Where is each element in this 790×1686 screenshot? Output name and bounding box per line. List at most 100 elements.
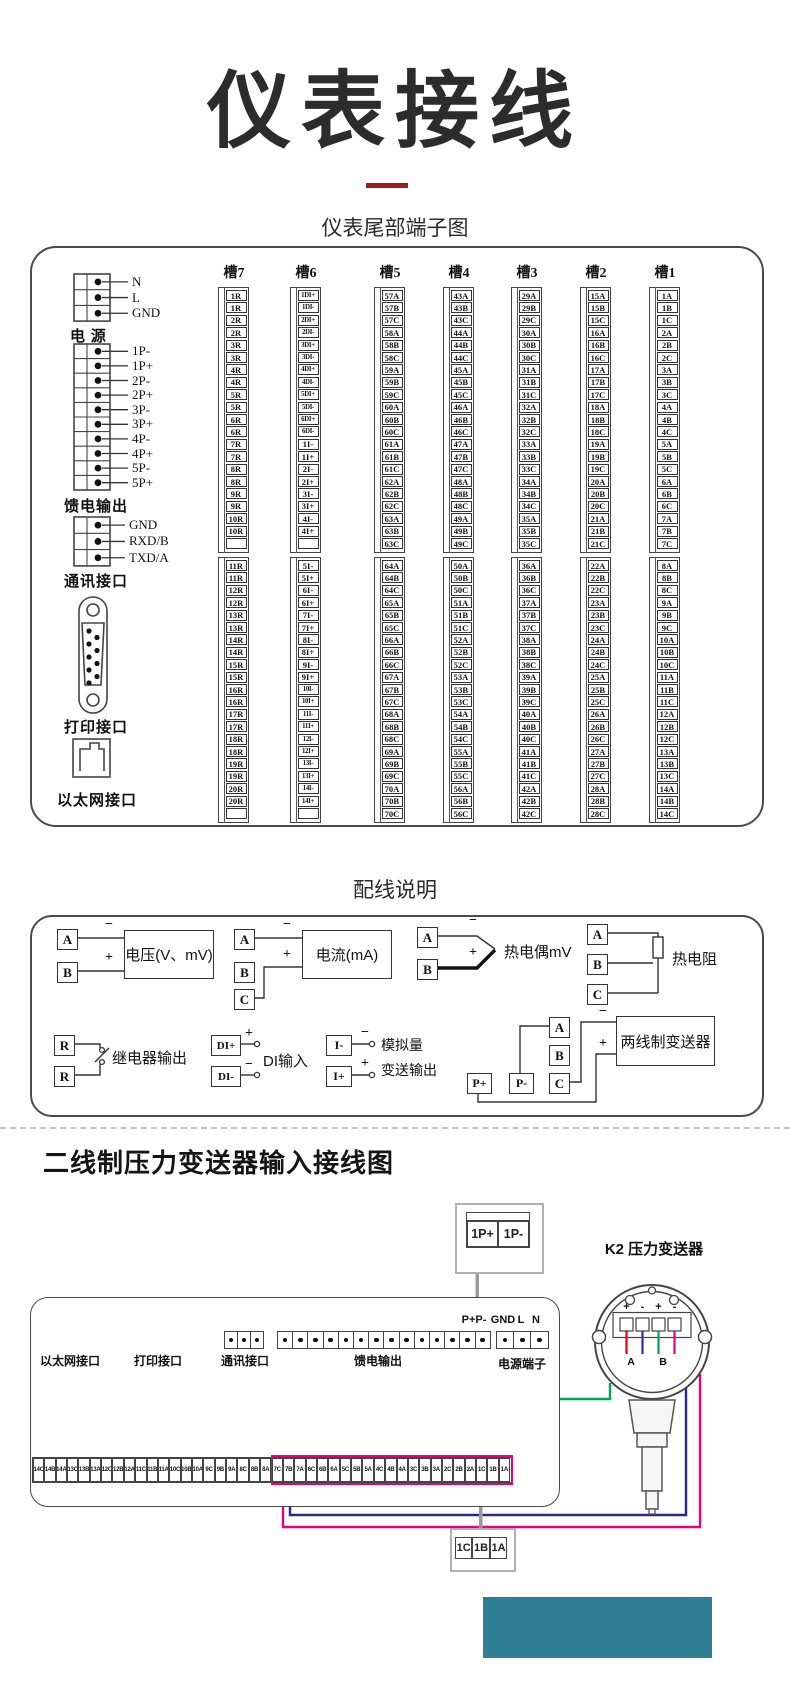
- terminal-cell: 20B: [587, 488, 609, 500]
- panel-feed-terminal: [337, 1331, 354, 1349]
- terminal-cell: 38B: [518, 646, 540, 658]
- terminal-cell: 7B: [656, 525, 678, 537]
- terminal-cell: 6A: [656, 476, 678, 487]
- slot-header: 槽4: [448, 266, 470, 281]
- di-plus-sign: +: [245, 1026, 253, 1041]
- terminal-cell: 46B: [450, 414, 472, 425]
- terminal-cell: 25A: [587, 671, 609, 683]
- analog-i-plus-terminal: I+: [326, 1066, 352, 1087]
- probe-terminal-block: [466, 1212, 530, 1248]
- terminal-cell: 17A: [587, 364, 609, 376]
- terminal-cell: 26B: [587, 721, 609, 733]
- terminal-cell: 9I+: [297, 671, 319, 683]
- twowire-p-minus-terminal: P-: [509, 1073, 534, 1094]
- voltage-terminal-a: A: [57, 929, 78, 950]
- terminal-cell: 16R: [225, 696, 247, 708]
- terminal-cell: 22B: [587, 572, 609, 584]
- terminal-cell: 27C: [587, 770, 609, 782]
- terminal-cell: 13R: [225, 622, 247, 633]
- terminal-cell: 70A: [381, 783, 403, 795]
- terminal-cell: 48C: [450, 500, 472, 512]
- transmitter-mark-3: +: [655, 1301, 662, 1313]
- panel-feed-terminal: [383, 1331, 400, 1349]
- terminal-cell: 29C: [518, 314, 540, 326]
- slot-header: 槽5: [379, 266, 401, 281]
- terminal-cell: 8A: [656, 560, 678, 571]
- terminal-cell: 21A: [587, 513, 609, 525]
- slot-terminal-block: [649, 286, 680, 553]
- terminal-cell: 15R: [225, 659, 247, 671]
- terminal-cell: 19B: [587, 451, 609, 463]
- terminal-cell: 52A: [450, 634, 472, 646]
- terminal-cell: 36B: [518, 572, 540, 584]
- terminal-cell: 14C: [656, 808, 678, 819]
- slot-terminal-block: [580, 556, 611, 823]
- terminal-cell: 68A: [381, 708, 403, 720]
- slot-terminal-block: [443, 286, 474, 553]
- terminal-cell: 34A: [518, 476, 540, 487]
- terminal-cell: [225, 538, 247, 549]
- terminal-cell: 31A: [518, 364, 540, 376]
- terminal-cell: 42B: [518, 795, 540, 807]
- terminal-cell: 5DI-: [297, 401, 319, 413]
- panel-feed-terminal: [413, 1331, 430, 1349]
- terminal-cell: 2R: [225, 327, 247, 339]
- page-title: 仪表接线: [206, 64, 583, 158]
- terminal-cell: 29A: [518, 290, 540, 301]
- terminal-cell: 18R: [225, 746, 247, 757]
- terminal-cell: 28C: [587, 808, 609, 819]
- slot-lane: [443, 556, 450, 823]
- panel-power-terminal: [513, 1331, 532, 1349]
- panel-comm-terminal: [237, 1331, 251, 1349]
- terminal-cell: 12C: [656, 733, 678, 745]
- terminal-cell: 57C: [381, 314, 403, 326]
- transmitter-letter-a: A: [627, 1356, 635, 1368]
- terminal-cell: 4DI+: [297, 364, 319, 376]
- probe-terminal-block-header: [466, 1212, 530, 1221]
- terminal-cell: 14B: [656, 795, 678, 807]
- terminal-cell: 69C: [381, 770, 403, 782]
- terminal-cell: 3I-: [297, 488, 319, 500]
- panel-feed-terminal: [444, 1331, 461, 1349]
- connector-terminal-label: L: [132, 289, 140, 305]
- terminal-cell: 38C: [518, 659, 540, 671]
- terminal-cell: 69A: [381, 746, 403, 757]
- terminal-cell: 3A: [656, 364, 678, 376]
- channel-strip-cell: 4B: [385, 1458, 397, 1482]
- terminal-cell: 65A: [381, 597, 403, 609]
- terminal-cell: 6R: [225, 414, 247, 425]
- terminal-cell: 32A: [518, 401, 540, 413]
- terminal-cell: 62B: [381, 488, 403, 500]
- terminal-cell: 52B: [450, 646, 472, 658]
- rtd-terminal-a: A: [587, 924, 608, 945]
- terminal-cell: 68B: [381, 721, 403, 733]
- terminal-cell: 63C: [381, 538, 403, 549]
- terminal-cell: 50A: [450, 560, 472, 571]
- terminal-cell: 27A: [587, 746, 609, 757]
- slot-lane: [649, 556, 656, 823]
- terminal-diagram-heading: 仪表尾部端子图: [321, 217, 469, 240]
- voltage-terminal-b: B: [57, 962, 78, 983]
- terminal-cell: 2R: [225, 314, 247, 326]
- terminal-cell: 1R: [225, 290, 247, 301]
- channel-strip-cell: 4C: [373, 1458, 386, 1482]
- terminal-cell: 16B: [587, 339, 609, 351]
- channel-strip-cell: 2A: [464, 1458, 476, 1482]
- terminal-cell: 7R: [225, 451, 247, 463]
- terminal-cell: 66B: [381, 646, 403, 658]
- panel-gnd-label: GND: [490, 1314, 516, 1326]
- voltage-input-box: 电压(V、mV): [124, 930, 214, 979]
- terminal-cell: 44A: [450, 327, 472, 339]
- print-port-section-label: 打印接口: [64, 720, 129, 736]
- twowire-plus-sign: +: [599, 1036, 607, 1051]
- terminal-cell: 47C: [450, 463, 472, 475]
- twowire-terminal-b: B: [549, 1045, 570, 1066]
- terminal-cell: 57B: [381, 302, 403, 314]
- terminal-cell: 19R: [225, 758, 247, 770]
- terminal-cell: 24C: [587, 659, 609, 671]
- terminal-cell: 9R: [225, 500, 247, 512]
- rtd-label: 热电阻: [672, 951, 718, 968]
- terminal-cell: 16R: [225, 684, 247, 695]
- analog-minus-sign: −: [361, 1025, 369, 1040]
